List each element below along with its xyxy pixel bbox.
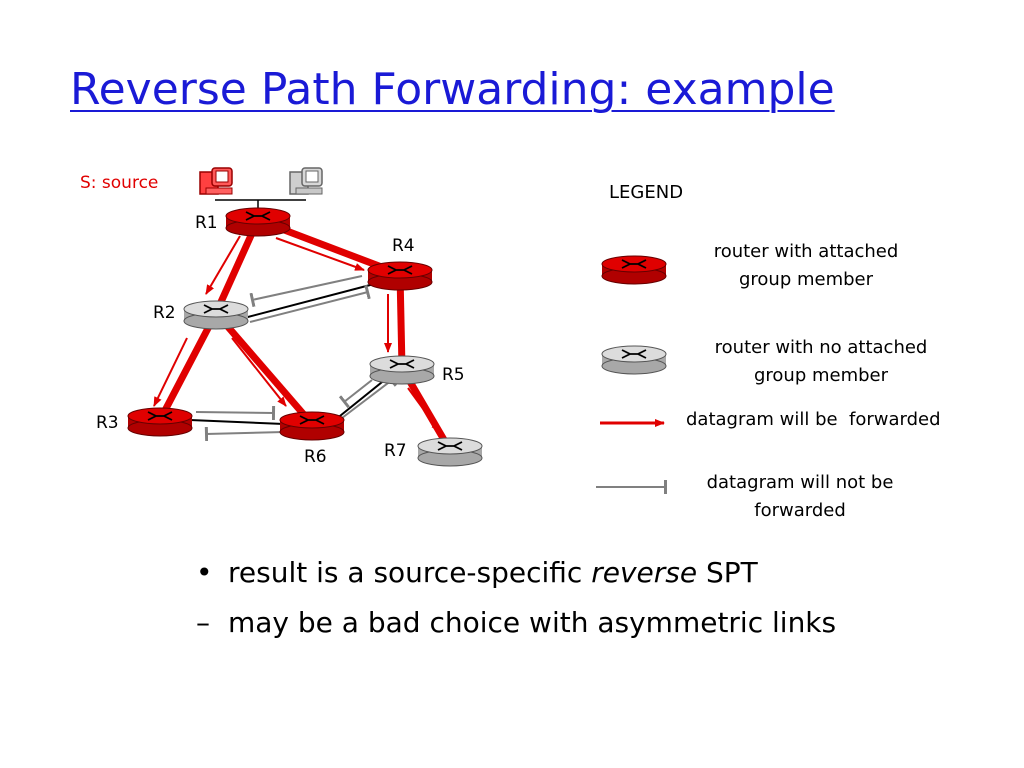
source-host-icon <box>199 167 233 195</box>
router-r2-icon <box>183 300 249 330</box>
router-r5-label: R5 <box>442 365 465 385</box>
bullet-dot: • <box>196 556 213 589</box>
bullet-2-text: may be a bad choice with asymmetric link… <box>228 606 837 639</box>
router-r6-label: R6 <box>304 447 327 467</box>
legend-heading: LEGEND <box>609 182 684 203</box>
gray-arrow-r6-r3 <box>204 426 285 442</box>
sub-bullet-dash: – <box>196 606 210 639</box>
bullet-1-emphasis: reverse <box>591 556 698 589</box>
link-r3-r6 <box>189 419 285 425</box>
legend-member-line1: router with attached <box>713 241 899 262</box>
router-r3-icon <box>127 407 193 437</box>
gray-arrow-r2-r4 <box>249 284 371 323</box>
legend-not-forwarded-line1: datagram will not be <box>706 472 894 493</box>
legend-plain-router-icon <box>601 345 667 375</box>
arrow-r5-r7 <box>407 387 441 433</box>
legend-member-router-icon <box>601 255 667 285</box>
link-r2-r3 <box>156 311 220 422</box>
legend-member-line2: group member <box>738 269 874 290</box>
arrow-r1-r2 <box>205 235 241 295</box>
router-r2-label: R2 <box>153 303 176 323</box>
legend-plain-router-text: router with no attached group member <box>680 334 962 390</box>
arrow-r2-r3 <box>153 337 188 407</box>
legend-member-router-text: router with attached group member <box>680 238 932 294</box>
bullet-item-2: –may be a bad choice with asymmetric lin… <box>196 606 836 639</box>
gray-arrow-r6-r5 <box>341 373 398 419</box>
bullet-item-1: • result is a source-specific reverse SPT <box>196 556 758 589</box>
bullet-1-post: SPT <box>697 556 758 589</box>
legend-not-forwarded-line2: forwarded <box>754 500 846 521</box>
member-host-icon <box>289 167 323 195</box>
router-r5-icon <box>369 355 435 385</box>
gray-arrow-r4-r2 <box>249 275 363 308</box>
router-r7-icon <box>417 437 483 467</box>
router-r3-label: R3 <box>96 413 119 433</box>
router-r6-icon <box>279 411 345 441</box>
legend-forwarded-text: datagram will be forwarded <box>686 409 941 430</box>
link-r2-r6 <box>213 310 315 427</box>
forwarded-arrows <box>153 235 441 433</box>
arrow-r2-r6 <box>231 337 287 407</box>
gray-arrow-r3-r6 <box>195 405 276 421</box>
page-title: Reverse Path Forwarding: example <box>70 64 835 115</box>
legend-plain-line1: router with no attached <box>714 337 928 358</box>
router-r4-label: R4 <box>392 236 415 256</box>
router-r1-icon <box>225 207 291 237</box>
not-forwarded-arrows <box>195 275 398 442</box>
router-r4-icon <box>367 261 433 291</box>
router-r1-label: R1 <box>195 213 218 233</box>
bullet-1-pre: result is a source-specific <box>228 556 592 589</box>
source-label: S: source <box>80 173 158 193</box>
arrow-r1-r4 <box>275 237 365 271</box>
gray-arrow-r5-r6 <box>338 379 373 409</box>
legend-not-forwarded-text: datagram will not be forwarded <box>680 469 920 525</box>
legend-plain-line2: group member <box>753 365 889 386</box>
router-r7-label: R7 <box>384 441 407 461</box>
link-r2-r4 <box>243 283 375 319</box>
